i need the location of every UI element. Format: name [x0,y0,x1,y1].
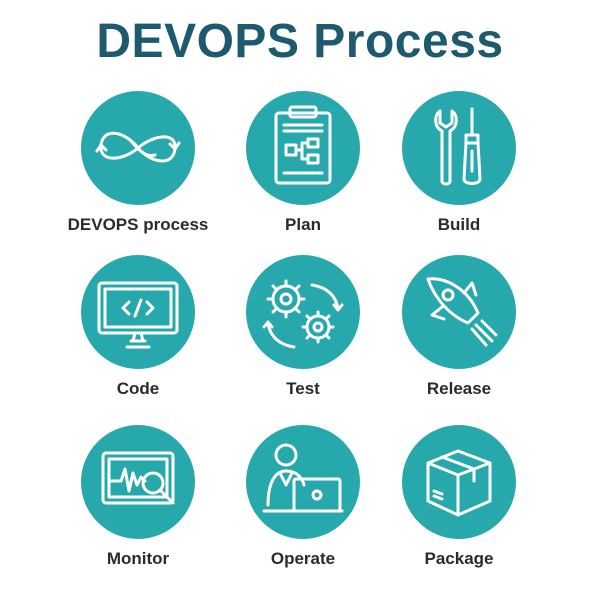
monitor-magnifier-icon [81,425,195,539]
tile-label: DEVOPS process [67,215,209,234]
tile-release: Release [379,255,539,425]
tile-label: Test [286,379,320,398]
monitor-code-icon [81,255,195,369]
person-laptop-icon [246,425,360,539]
tile-devops-process: DEVOPS process [58,91,218,261]
gears-cycle-icon [246,255,360,369]
tile-plan: Plan [223,91,383,261]
tile-code: Code [58,255,218,425]
tile-build: Build [379,91,539,261]
wrench-screwdriver-icon [402,91,516,205]
tile-package: Package [379,425,539,595]
rocket-icon [402,255,516,369]
tile-label: Package [424,549,494,568]
tile-label: Monitor [106,549,170,568]
tile-label: Release [426,379,492,398]
tile-monitor: Monitor [58,425,218,595]
tile-label: Code [116,379,160,398]
tile-label: Build [437,215,481,234]
tile-label: Plan [285,215,321,234]
tile-label: Operate [270,549,336,568]
clipboard-flowchart-icon [246,91,360,205]
tile-operate: Operate [223,425,383,595]
page-title: DEVOPS Process [96,15,504,68]
infinity-loop-icon [81,91,195,205]
tile-test: Test [223,255,383,425]
box-icon [402,425,516,539]
